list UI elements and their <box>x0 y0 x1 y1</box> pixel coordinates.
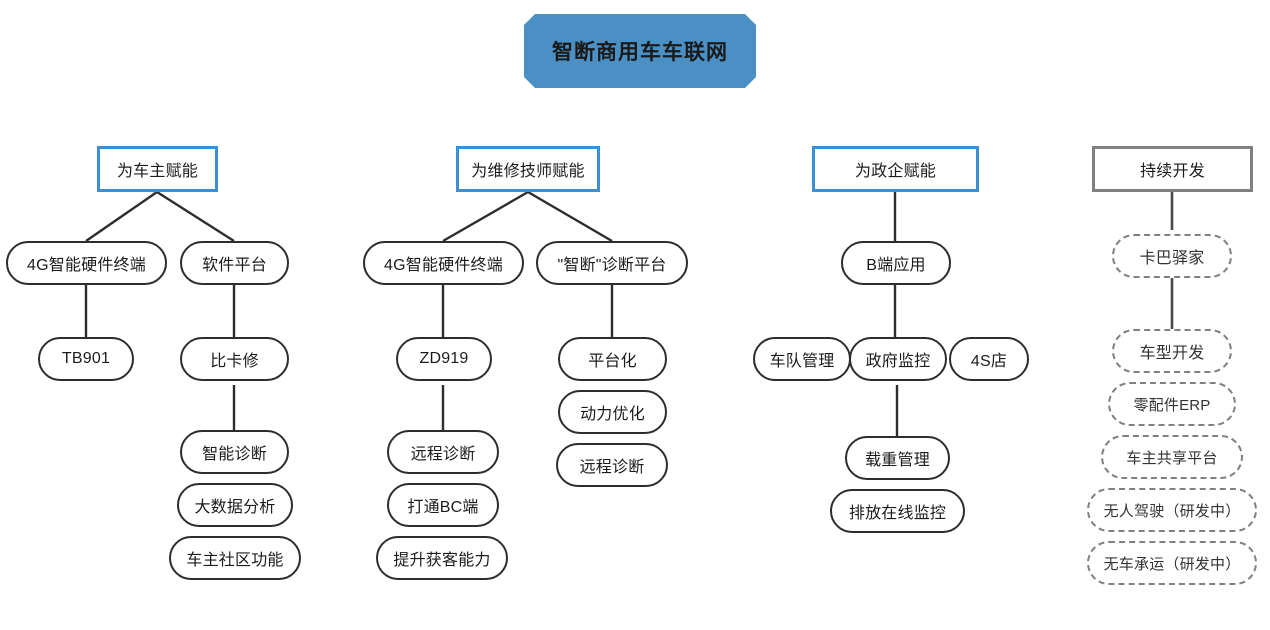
node-software-platform[interactable]: 软件平台 <box>180 241 289 285</box>
edge-c1-header-to-n1 <box>85 191 158 242</box>
node-remote-diagnosis-c2-right[interactable]: 远程诊断 <box>556 443 668 487</box>
node-4g-smart-hardware-terminal-c1[interactable]: 4G智能硬件终端 <box>6 241 167 285</box>
edge-c2-header-to-n2 <box>527 190 613 243</box>
node-smart-diagnosis-c1[interactable]: 智能诊断 <box>180 430 289 474</box>
edge-c1-header-to-n2 <box>156 190 235 243</box>
node-bikaxiu[interactable]: 比卡修 <box>180 337 289 381</box>
node-emission-online-monitoring[interactable]: 排放在线监控 <box>830 489 965 533</box>
node-fleet-management[interactable]: 车队管理 <box>753 337 851 381</box>
node-connect-bc-ends[interactable]: 打通BC端 <box>387 483 499 527</box>
node-platformization[interactable]: 平台化 <box>558 337 667 381</box>
node-government-monitoring[interactable]: 政府监控 <box>849 337 947 381</box>
node-vehicle-model-development[interactable]: 车型开发 <box>1112 329 1232 373</box>
node-truckless-carrier-in-development[interactable]: 无车承运（研发中） <box>1087 541 1257 585</box>
node-load-management[interactable]: 载重管理 <box>845 436 950 480</box>
column-header-repair-technician[interactable]: 为维修技师赋能 <box>456 146 600 192</box>
node-4s-store[interactable]: 4S店 <box>949 337 1029 381</box>
column-header-government-enterprise[interactable]: 为政企赋能 <box>812 146 979 192</box>
column-header-continuous-development[interactable]: 持续开发 <box>1092 146 1253 192</box>
node-autonomous-driving-in-development[interactable]: 无人驾驶（研发中） <box>1087 488 1257 532</box>
diagram-title: 智断商用车车联网 <box>524 14 756 88</box>
node-big-data-analysis[interactable]: 大数据分析 <box>177 483 293 527</box>
node-zhiduan-diagnosis-platform[interactable]: "智断"诊断平台 <box>536 241 688 285</box>
edge-c2-header-to-n1 <box>442 190 529 243</box>
column-header-vehicle-owner[interactable]: 为车主赋能 <box>97 146 218 192</box>
node-zd919[interactable]: ZD919 <box>396 337 492 381</box>
node-4g-smart-hardware-terminal-c2[interactable]: 4G智能硬件终端 <box>363 241 524 285</box>
node-parts-erp[interactable]: 零配件ERP <box>1108 382 1236 426</box>
node-power-optimization[interactable]: 动力优化 <box>558 390 667 434</box>
node-owner-sharing-platform[interactable]: 车主共享平台 <box>1101 435 1243 479</box>
node-improve-customer-acquisition[interactable]: 提升获客能力 <box>376 536 508 580</box>
node-remote-diagnosis-c2-left[interactable]: 远程诊断 <box>387 430 499 474</box>
node-owner-community-features[interactable]: 车主社区功能 <box>169 536 301 580</box>
node-tb901[interactable]: TB901 <box>38 337 134 381</box>
node-b-end-application[interactable]: B端应用 <box>841 241 951 285</box>
node-kaba-yijia[interactable]: 卡巴驿家 <box>1112 234 1232 278</box>
